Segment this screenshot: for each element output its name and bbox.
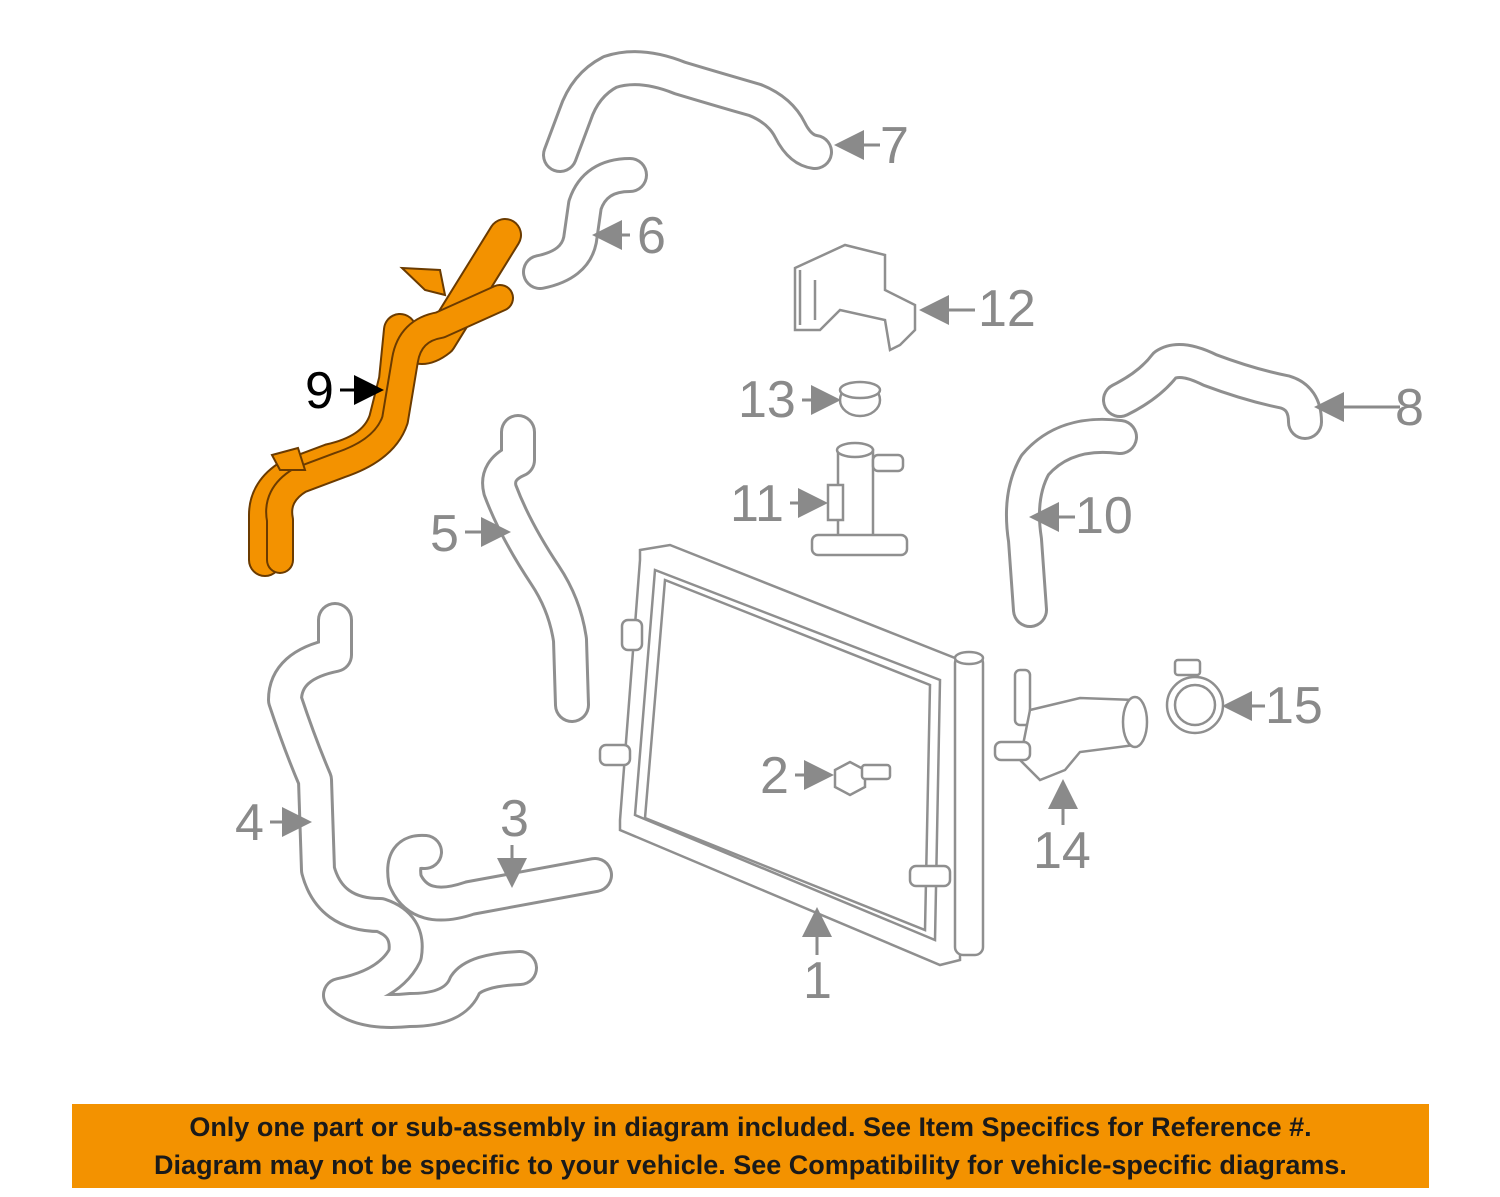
part-4-hose xyxy=(267,602,538,1029)
callout-4: 4 xyxy=(235,794,264,852)
part-7-hose xyxy=(542,50,833,173)
part-8-hose xyxy=(1102,343,1323,440)
callout-2: 2 xyxy=(760,747,789,805)
part-10-hose xyxy=(1005,417,1138,628)
callout-13: 13 xyxy=(738,371,796,429)
disclaimer-banner: Only one part or sub-assembly in diagram… xyxy=(72,1104,1429,1188)
parts-diagram xyxy=(248,50,1400,1029)
part-15-clamp xyxy=(1165,658,1225,735)
callout-11: 11 xyxy=(730,475,784,533)
part-13-cap xyxy=(838,380,882,418)
part-3-hose xyxy=(386,833,613,922)
part-14-pump xyxy=(993,668,1149,782)
callout-12: 12 xyxy=(978,280,1036,338)
callout-9: 9 xyxy=(305,362,334,420)
callout-15: 15 xyxy=(1265,677,1323,735)
part-1-radiator xyxy=(598,543,985,967)
callout-7: 7 xyxy=(880,117,909,175)
callout-5: 5 xyxy=(430,505,459,563)
part-5-hose xyxy=(481,414,590,723)
part-9-pipe xyxy=(248,218,522,577)
disclaimer-line-2: Diagram may not be specific to your vehi… xyxy=(154,1150,1347,1180)
callout-1: 1 xyxy=(803,952,832,1010)
part-11-fitting xyxy=(810,441,909,557)
callout-8: 8 xyxy=(1395,379,1424,437)
part-6-hose xyxy=(522,157,648,290)
callout-3: 3 xyxy=(500,790,529,848)
part-12-bracket xyxy=(793,243,917,352)
callout-10: 10 xyxy=(1075,487,1133,545)
part-2-bolt xyxy=(833,760,892,797)
callout-6: 6 xyxy=(637,207,666,265)
callout-14: 14 xyxy=(1033,822,1091,880)
disclaimer-line-1: Only one part or sub-assembly in diagram… xyxy=(189,1112,1312,1142)
